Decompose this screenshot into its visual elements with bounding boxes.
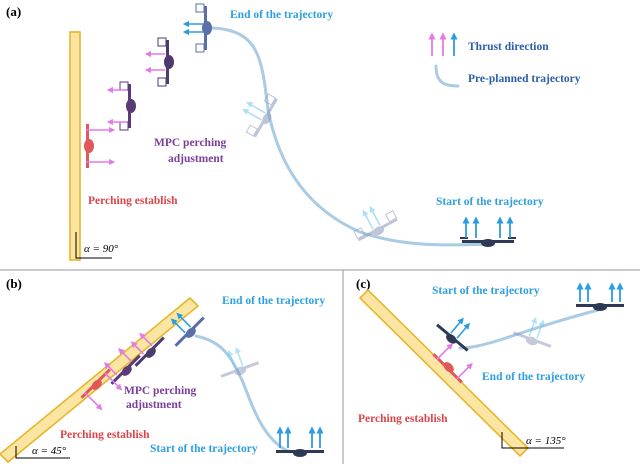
drone-mid-high-a <box>242 93 278 138</box>
end-label-c: End of the trajectory <box>482 371 585 383</box>
perch-label-b: Perching establish <box>60 429 150 441</box>
drone-mid-low-a <box>353 205 398 242</box>
panel-b: (b) α = 45° <box>0 276 325 464</box>
start-label-c: Start of the trajectory <box>432 285 540 297</box>
panel-a-tag: (a) <box>6 4 21 19</box>
drone-perch-a <box>84 124 116 168</box>
end-label-a: End of the trajectory <box>230 9 333 21</box>
end-label-b: End of the trajectory <box>222 295 325 307</box>
drone-start-b <box>276 426 324 457</box>
perch-label-a: Perching establish <box>88 195 178 207</box>
angle-label-a: α = 90° <box>84 243 119 255</box>
mpc-label-b-2: adjustment <box>126 399 182 411</box>
panel-c-tag: (c) <box>356 276 370 291</box>
legend-thrust-label: Thrust direction <box>468 41 549 53</box>
drone-perch-b <box>80 368 123 411</box>
start-label-a: Start of the trajectory <box>436 196 544 208</box>
legend: Thrust direction Pre-planned trajectory <box>428 32 581 88</box>
panel-b-tag: (b) <box>6 276 22 291</box>
trajectory-b <box>194 334 292 454</box>
drone-perch-c <box>432 343 473 384</box>
perching-wall-a <box>69 31 81 261</box>
mpc-label-b-1: MPC perching <box>124 385 197 397</box>
legend-trajectory-icon <box>434 64 460 88</box>
angle-label-b: α = 45° <box>32 445 67 457</box>
panel-c: (c) α = 135° <box>356 276 624 458</box>
drone-end-a <box>182 3 212 53</box>
trajectory-a <box>210 26 492 247</box>
legend-trajectory-label: Pre-planned trajectory <box>468 73 581 85</box>
angle-marker-c <box>501 432 564 449</box>
panel-a: (a) α = 90° <box>6 3 581 261</box>
mpc-label-a-1: MPC perching <box>154 137 227 149</box>
drone-mpc-1-b <box>130 332 165 367</box>
drone-mpc-2-b <box>103 347 141 385</box>
angle-marker-b <box>15 446 70 459</box>
angle-marker-a <box>75 232 112 259</box>
drone-mid-c <box>512 316 552 348</box>
trajectory-c <box>458 308 600 350</box>
drone-start-a <box>460 216 516 247</box>
perch-label-c: Perching establish <box>358 413 448 425</box>
drone-mpc-1-a <box>144 37 174 87</box>
drone-mpc-2-a <box>106 81 136 131</box>
drone-end-c <box>436 317 470 352</box>
drone-mid-b <box>220 346 260 378</box>
angle-label-c: α = 135° <box>526 435 566 447</box>
drone-end-b <box>170 312 205 347</box>
drone-start-c <box>576 282 624 311</box>
mpc-label-a-2: adjustment <box>168 153 224 165</box>
start-label-b: Start of the trajectory <box>150 443 258 455</box>
